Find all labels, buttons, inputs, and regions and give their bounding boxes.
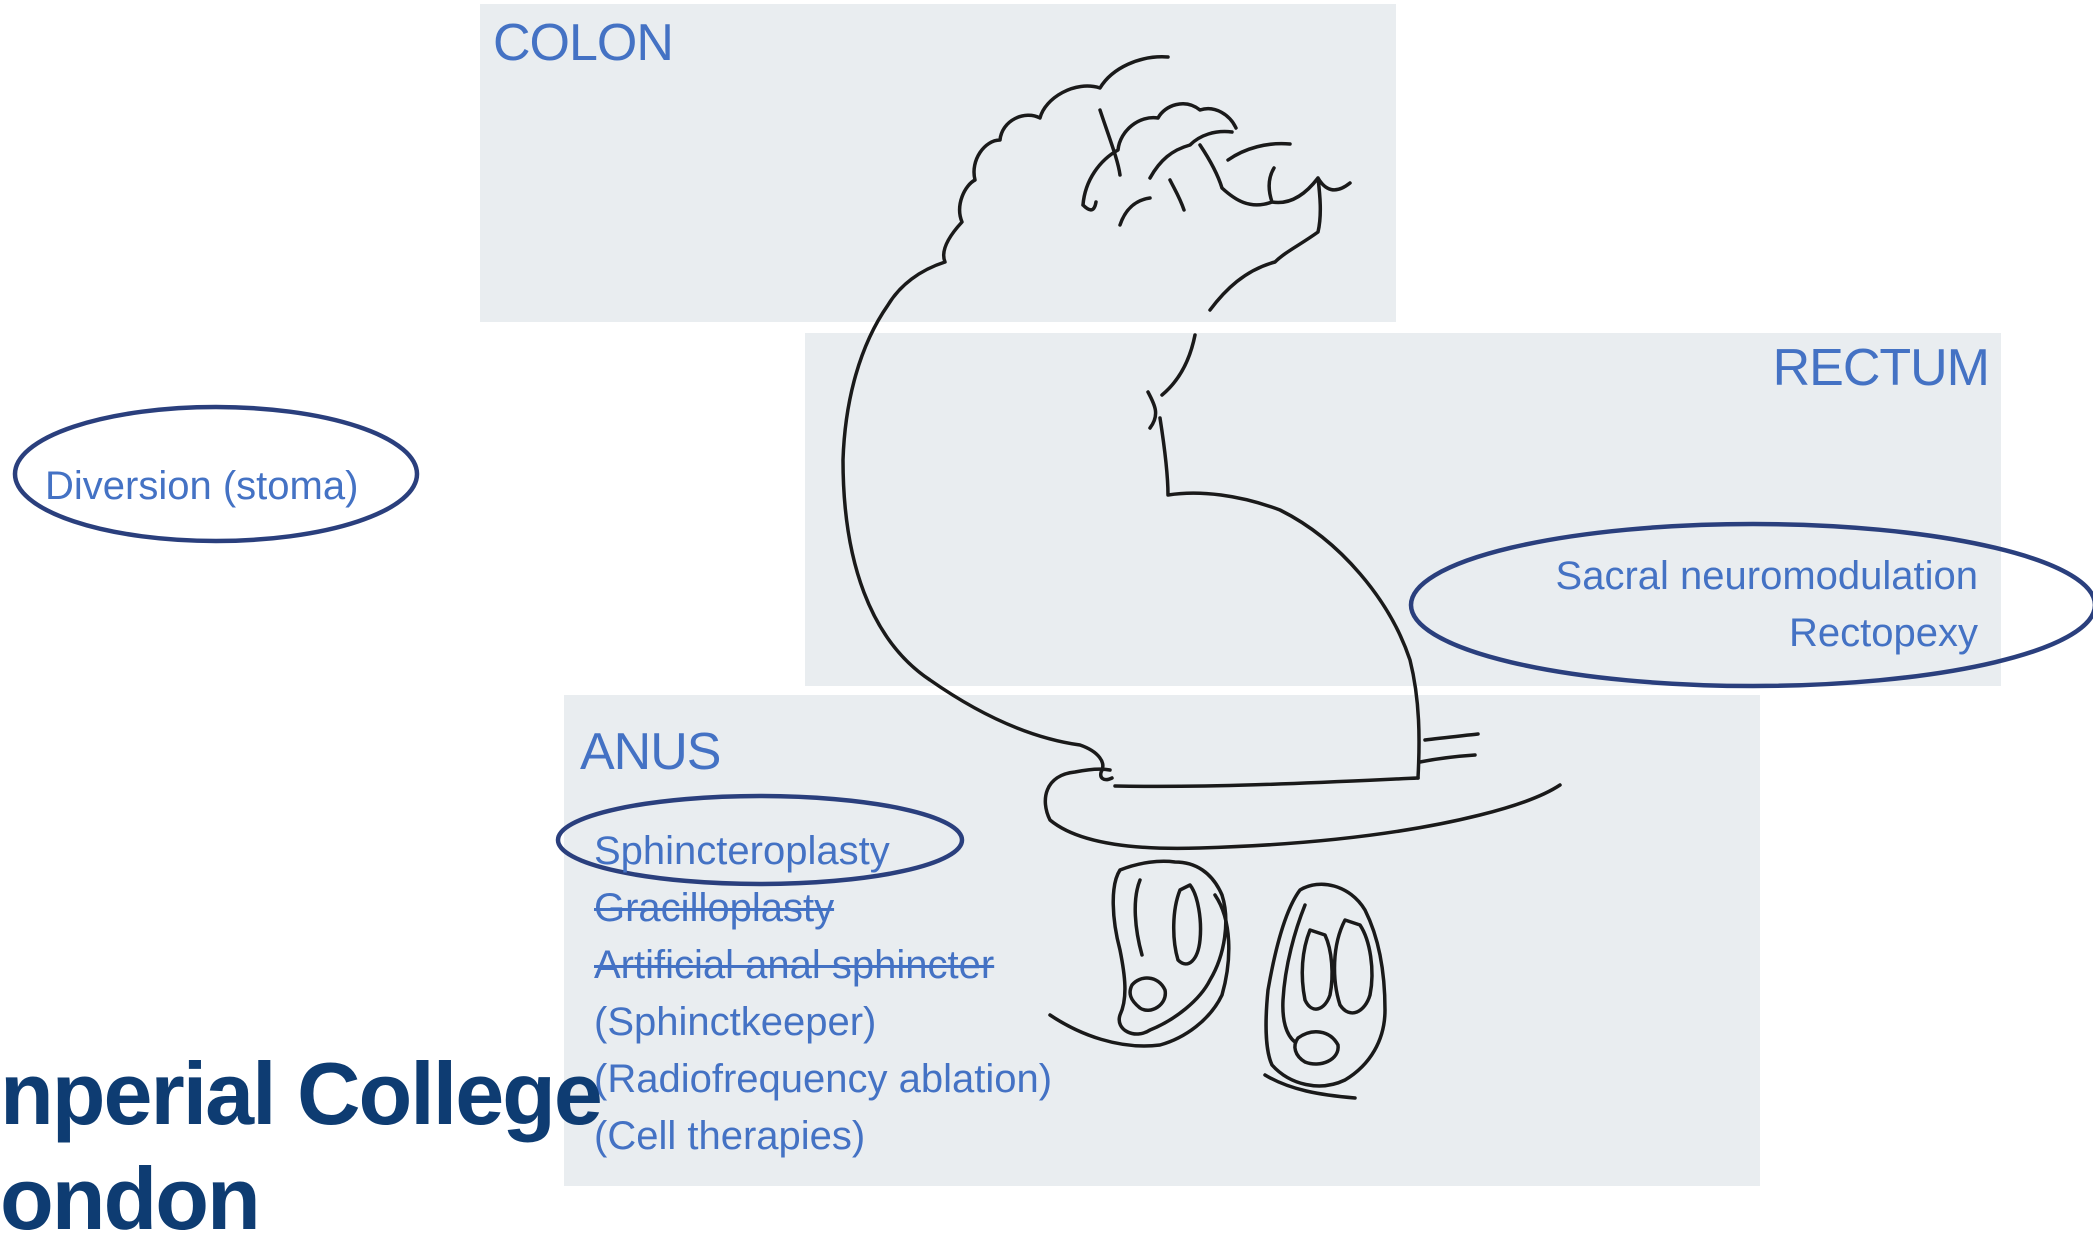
sphincter-left-lower [1130, 978, 1165, 1010]
anus-treatment-item: (Sphinctkeeper) [594, 1002, 1052, 1059]
colon-title: COLON [493, 17, 673, 69]
anal-canal [1045, 734, 1560, 848]
sphincter-right-muscle [1302, 930, 1332, 1009]
rectum-treatment-list: Sacral neuromodulation Rectopexy [1556, 556, 1978, 670]
imperial-college-logo: nperial College ondon [0, 1050, 601, 1138]
rectum-treatment-item: Rectopexy [1556, 613, 1978, 670]
logo-line-1: nperial College [0, 1050, 601, 1138]
anus-treatment-list: Sphincteroplasty Gracilloplasty Artifici… [594, 831, 1052, 1173]
anus-treatment-item: (Cell therapies) [594, 1116, 1052, 1173]
sphincter-left-inner [1135, 880, 1142, 955]
anus-title: ANUS [580, 726, 720, 778]
diversion-label: Diversion (stoma) [45, 466, 358, 506]
sphincter-right-lower [1295, 1032, 1338, 1064]
anus-treatment-item: (Radiofrequency ablation) [594, 1059, 1052, 1116]
gracilis-wrap [1050, 895, 1229, 1046]
logo-line-2: ondon [0, 1155, 259, 1243]
rectum-outline [1148, 335, 1419, 778]
rectum-title: RECTUM [1773, 342, 1989, 394]
colon-haustra [1083, 104, 1350, 310]
rectum-treatment-item: Sacral neuromodulation [1556, 556, 1978, 613]
sphincter-left [1113, 861, 1226, 1034]
anus-treatment-item-struck: Artificial anal sphincter [594, 945, 1052, 1002]
anus-treatment-item-struck: Gracilloplasty [594, 888, 1052, 945]
sphincter-right-muscle-2 [1335, 920, 1372, 1013]
sphincter-left-muscle [1174, 885, 1201, 964]
anus-treatment-item: Sphincteroplasty [594, 831, 1052, 888]
